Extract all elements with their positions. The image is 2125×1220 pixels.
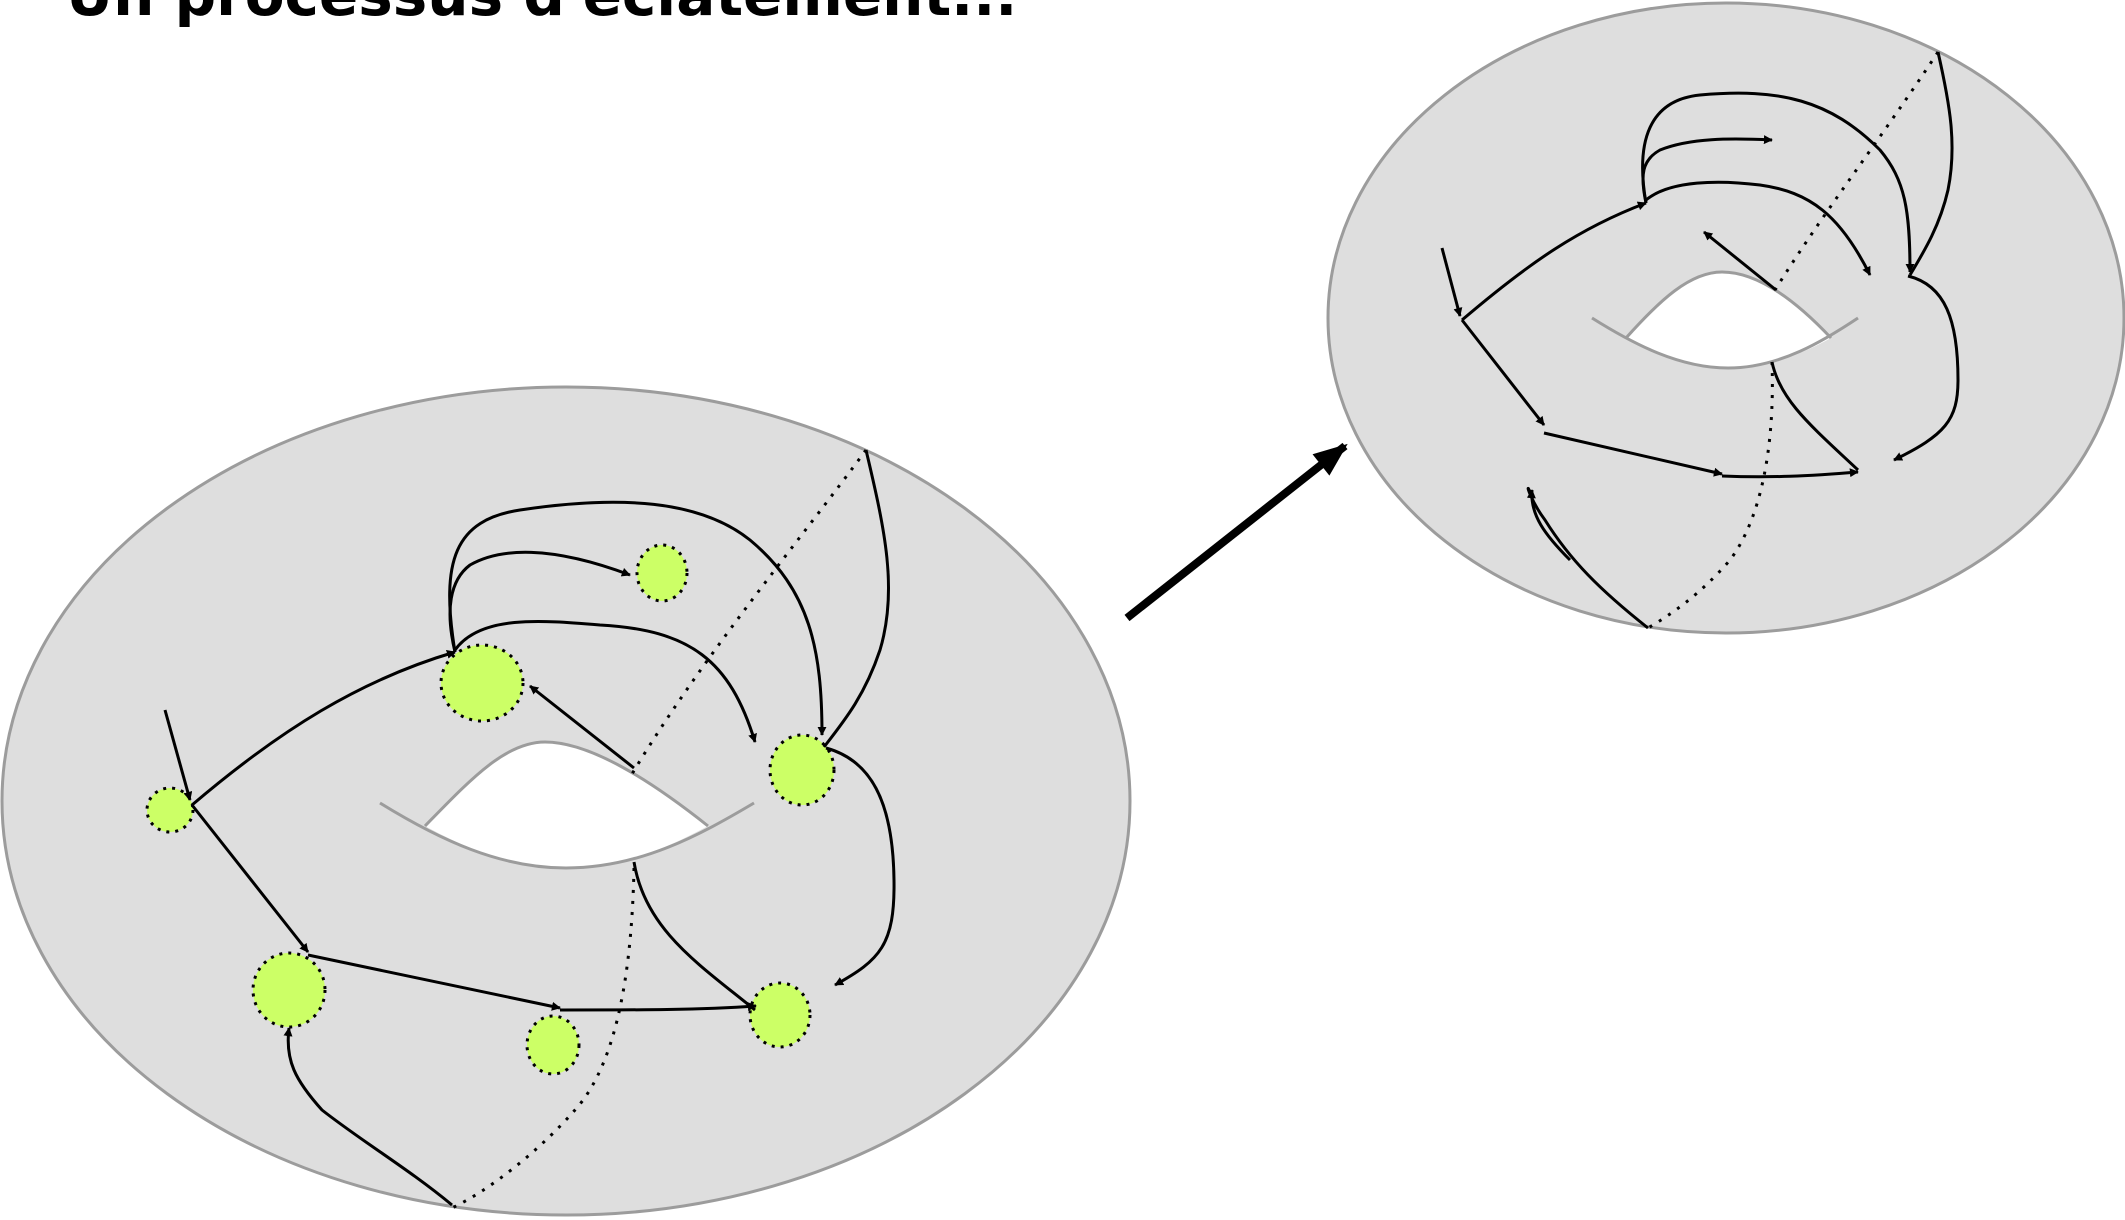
torus-before (0, 385, 1132, 1217)
flow-line (1645, 180, 1872, 276)
flow-line (822, 449, 891, 748)
flow-line (1893, 274, 1960, 462)
flow-line (448, 500, 827, 736)
flow-line (1721, 468, 1859, 479)
singular-zone (251, 951, 327, 1029)
flow-line (191, 649, 456, 807)
singular-zone (145, 786, 195, 834)
singular-zone (525, 1014, 581, 1076)
slide-title: Un processus d'éclatement... (66, 0, 1017, 24)
torus-hole-rim-bottom (1591, 316, 1859, 370)
torus-hole-rim-top (423, 740, 709, 828)
singular-zone (768, 733, 836, 807)
flow-line (825, 746, 896, 987)
torus-after (1326, 1, 2125, 635)
flow-line (307, 953, 561, 1011)
torus-hole-rim-bottom (379, 801, 755, 870)
singular-zones (145, 543, 836, 1076)
torus-hole-rim-top (1624, 270, 1833, 340)
flow-line (559, 1002, 757, 1012)
flow-line (1703, 230, 1777, 292)
flow-line (1908, 51, 1954, 276)
flow-line (283, 1027, 453, 1207)
singular-zone (439, 643, 525, 723)
flow-lines (1440, 51, 1960, 630)
meridian-lower (1647, 361, 1774, 630)
singular-zone (635, 543, 689, 603)
flow-lines (163, 449, 896, 1207)
flow-line (1770, 361, 1860, 472)
flow-line (1461, 201, 1647, 322)
singular-zone (748, 981, 812, 1049)
flow-line (529, 684, 635, 770)
flow-line-entry (1440, 247, 1463, 317)
flow-line (1543, 431, 1723, 477)
flow-line-entry (163, 709, 193, 801)
flow-line (1641, 91, 1915, 273)
flow-line (453, 620, 757, 743)
torus-hole (425, 742, 708, 868)
torus-hole (1626, 272, 1831, 368)
thick-right-arrow-icon (1124, 442, 1348, 622)
flow-line (1460, 319, 1546, 426)
flow-line (1526, 489, 1572, 562)
flow-line (632, 861, 756, 1012)
flow-line (190, 804, 310, 953)
